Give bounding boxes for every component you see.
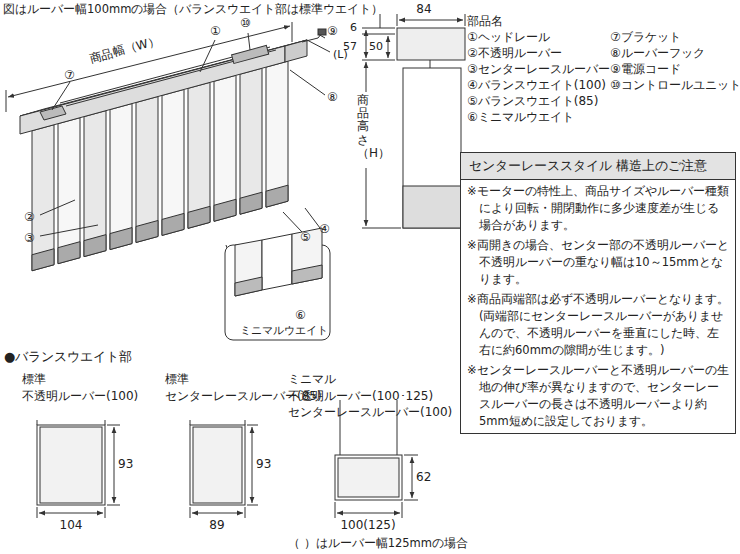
height-dimension: 商品高さ（H） xyxy=(357,94,369,160)
louver xyxy=(266,61,288,207)
side-view xyxy=(397,28,465,228)
balance-weight xyxy=(266,185,288,207)
balance-weight xyxy=(84,235,106,257)
callout-number: ② xyxy=(24,210,35,224)
balance-weight xyxy=(214,199,236,221)
part-label: ⑩コントロールユニット xyxy=(610,78,740,92)
callout-number: ⑨ xyxy=(327,24,338,38)
head-rail xyxy=(20,29,326,134)
balance-weight xyxy=(110,228,132,250)
louver xyxy=(162,89,184,235)
part-label: ⑦ブラケット xyxy=(610,30,681,44)
part-label: ⑨電源コード xyxy=(610,62,681,76)
louver xyxy=(136,96,158,242)
weight-dimensions xyxy=(37,425,418,518)
part-label: ②不透明ルーバー xyxy=(467,46,562,60)
dimension-value: 62 xyxy=(416,470,431,484)
part-label: ⑥ミニマルウエイト xyxy=(467,110,574,124)
part-label: 図はルーバー幅100mmの場合（バランスウエイト部は標準ウエイト） xyxy=(3,3,383,17)
louver xyxy=(240,68,262,214)
callout-number: ⑥ xyxy=(295,308,306,322)
callout-number: ⑧ xyxy=(327,90,338,104)
dimension-value: 50 xyxy=(369,40,383,53)
balance-weight xyxy=(240,192,262,214)
dimension-value: 84 xyxy=(416,2,431,16)
dimension-value: 100(125) xyxy=(340,518,395,532)
notes-heading: センターレーススタイル 構造上のご注意 xyxy=(461,153,735,180)
part-label: 不透明ルーバー(100) xyxy=(22,389,138,403)
notes-box: センターレーススタイル 構造上のご注意 ※モーターの特性上、商品サイズやルーバー種… xyxy=(460,152,736,434)
note-text: ※センターレースルーバーと不透明ルーバーの生地の伸び率が異なりますので、センター… xyxy=(461,362,735,430)
leader-lines xyxy=(40,33,325,314)
dimension-value: 6 xyxy=(350,21,357,34)
balance-weight xyxy=(188,206,210,228)
callout-number: ⑩ xyxy=(240,16,251,30)
part-label: 不透明ルーバー(100･125) xyxy=(288,389,433,403)
louver xyxy=(32,125,54,271)
balance-weight xyxy=(32,249,54,271)
louver xyxy=(214,75,236,221)
callout-number: ① xyxy=(210,24,221,38)
part-label: （ ）はルーバー幅125mmの場合 xyxy=(288,537,468,551)
dimension-value: 93 xyxy=(256,457,271,471)
dimension-value: 89 xyxy=(209,518,224,532)
louver xyxy=(58,118,80,264)
note-text: ※モーターの特性上、商品サイズやルーバー種類により回転・開閉動作に多少速度差が生… xyxy=(461,183,735,234)
dimension-value: 57 xyxy=(343,40,357,53)
callout-number: ⑤ xyxy=(300,230,311,244)
minimal-weight-inset xyxy=(225,228,330,340)
part-label: 標準 xyxy=(22,372,46,386)
part-label: ③センターレースルーバー xyxy=(467,62,610,76)
dimension-value: 104 xyxy=(60,518,83,532)
part-label: ④バランスウエイト(100) xyxy=(467,78,606,92)
width-dimension xyxy=(6,22,330,112)
callout-number: ④ xyxy=(319,222,330,236)
part-label: 標準 xyxy=(165,372,189,386)
note-text: ※両開きの場合、センター部の不透明ルーバーと不透明ルーバーの重なり幅は10～15… xyxy=(461,237,735,288)
part-label: ⑧ルーバーフック xyxy=(610,46,705,60)
louver xyxy=(110,104,132,250)
part-label: ①ヘッドレール xyxy=(467,30,550,44)
balance-weight xyxy=(58,242,80,264)
note-text: ※商品両端部は必ず不透明ルーバーとなります。(両端部にセンターレースルーバーがあ… xyxy=(461,291,735,359)
part-label: ミニマル xyxy=(288,372,336,386)
part-label: ⑤バランスウエイト(85) xyxy=(467,94,598,108)
louver xyxy=(84,111,106,257)
balance-weight xyxy=(162,213,184,235)
side-dimensions xyxy=(362,14,465,228)
callout-number: ⑦ xyxy=(64,68,75,82)
part-label: 部品名 xyxy=(467,14,503,28)
callout-number: ③ xyxy=(24,231,35,245)
part-label: ミニマルウエイト xyxy=(240,324,328,337)
dimension-value: 93 xyxy=(118,457,133,471)
louver xyxy=(188,82,210,228)
part-label: ●バランスウエイト部 xyxy=(4,349,132,365)
balance-weight xyxy=(136,220,158,242)
part-label: センターレースルーバー(100) xyxy=(288,405,452,419)
